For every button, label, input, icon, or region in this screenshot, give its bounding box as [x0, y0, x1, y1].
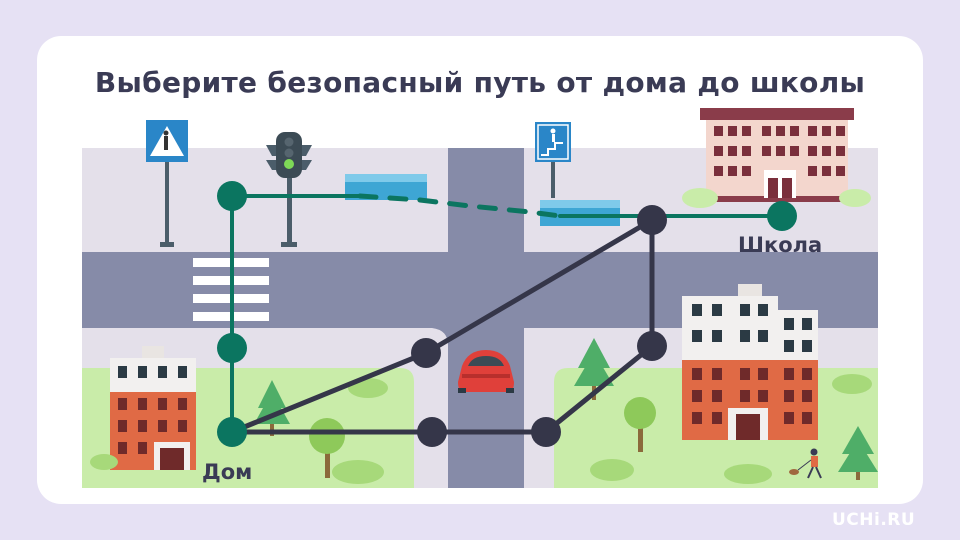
car-icon: [458, 350, 514, 393]
apartment-building-right: [682, 284, 818, 440]
crosswalk-sign-icon: [146, 120, 188, 247]
dog-walker-icon: [789, 448, 822, 479]
route-nodes: [217, 181, 797, 447]
node-home: [217, 417, 247, 447]
home-label: Дом: [202, 460, 253, 484]
node-bottom-right: [531, 417, 561, 447]
underpass: [345, 174, 620, 226]
school-bushes: [682, 188, 871, 208]
node-junction-right: [637, 331, 667, 361]
bushes: [90, 374, 872, 484]
underpass-sign-icon: [535, 122, 571, 198]
node-road-crossing: [411, 338, 441, 368]
tree-icon: [309, 418, 345, 478]
tree-icon: [624, 397, 656, 452]
school-building: [700, 108, 854, 202]
traffic-light-icon: [266, 132, 312, 247]
tree-icon: [838, 426, 878, 480]
safe-route: [230, 193, 784, 434]
brand-logo: UCHi.RU: [832, 510, 916, 530]
home-building: [110, 346, 196, 470]
page-title: Выберите безопасный путь от дома до школ…: [94, 66, 866, 99]
tree-icon: [254, 380, 290, 436]
node-school: [767, 201, 797, 231]
node-bottom-left: [417, 417, 447, 447]
node-crosswalk-top: [217, 181, 247, 211]
school-label: Школа: [738, 233, 823, 257]
node-crosswalk-bottom: [217, 333, 247, 363]
node-junction-top: [637, 205, 667, 235]
unsafe-route: [229, 217, 655, 435]
